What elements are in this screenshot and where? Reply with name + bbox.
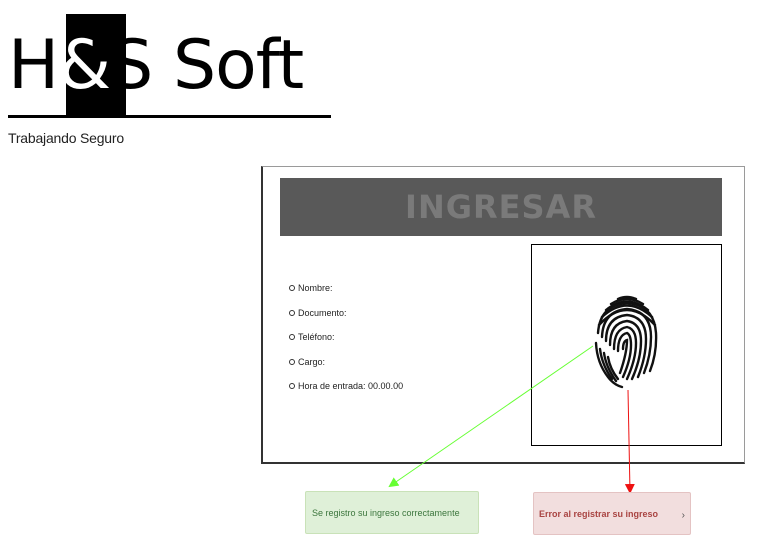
bullet-icon bbox=[289, 358, 295, 365]
close-icon[interactable]: › bbox=[681, 510, 685, 521]
bullet-icon bbox=[289, 334, 295, 340]
panel-title: INGRESAR bbox=[405, 188, 597, 226]
bullet-icon bbox=[289, 383, 295, 389]
bullet-icon bbox=[289, 309, 295, 316]
success-alert: Se registro su ingreso correctamente bbox=[305, 491, 479, 534]
field-hora-entrada: Hora de entrada: 00.00.00 bbox=[289, 380, 403, 405]
field-nombre: Nombre: bbox=[289, 282, 403, 307]
field-label: Nombre: bbox=[298, 283, 333, 293]
logo-letter-h: H bbox=[8, 26, 59, 105]
field-cargo: Cargo: bbox=[289, 356, 403, 381]
fingerprint-scanner[interactable] bbox=[531, 244, 722, 446]
logo-underline bbox=[8, 115, 331, 118]
arrow-to-error bbox=[624, 389, 635, 494]
field-documento: Documento: bbox=[289, 307, 403, 332]
bullet-icon bbox=[289, 285, 295, 291]
brand-tagline: Trabajando Seguro bbox=[8, 130, 124, 146]
brand-logo: H&S Soft bbox=[8, 12, 333, 120]
success-message: Se registro su ingreso correctamente bbox=[312, 507, 460, 518]
employee-info-list: Nombre: Documento: Teléfono: Cargo: Hora… bbox=[289, 282, 403, 405]
error-alert: Error al registrar su ingreso › bbox=[533, 492, 691, 535]
field-label: Cargo: bbox=[298, 356, 326, 367]
logo-ampersand: & bbox=[58, 26, 111, 105]
field-label: Teléfono: bbox=[298, 332, 335, 342]
logo-letters-s-soft: S Soft bbox=[110, 26, 304, 105]
fingerprint-icon bbox=[594, 295, 658, 389]
logo-wordmark: H&S Soft bbox=[8, 26, 304, 106]
field-telefono: Teléfono: bbox=[289, 331, 403, 356]
arrow-to-success bbox=[388, 345, 594, 488]
field-label: Hora de entrada: 00.00.00 bbox=[298, 381, 404, 391]
error-message: Error al registrar su ingreso bbox=[539, 508, 659, 519]
logo-highlight-block bbox=[66, 14, 126, 116]
panel-header: INGRESAR bbox=[280, 178, 722, 236]
field-label: Documento: bbox=[298, 307, 347, 318]
check-in-panel: INGRESAR Nombre: Documento: Teléfono: Ca… bbox=[261, 166, 745, 464]
